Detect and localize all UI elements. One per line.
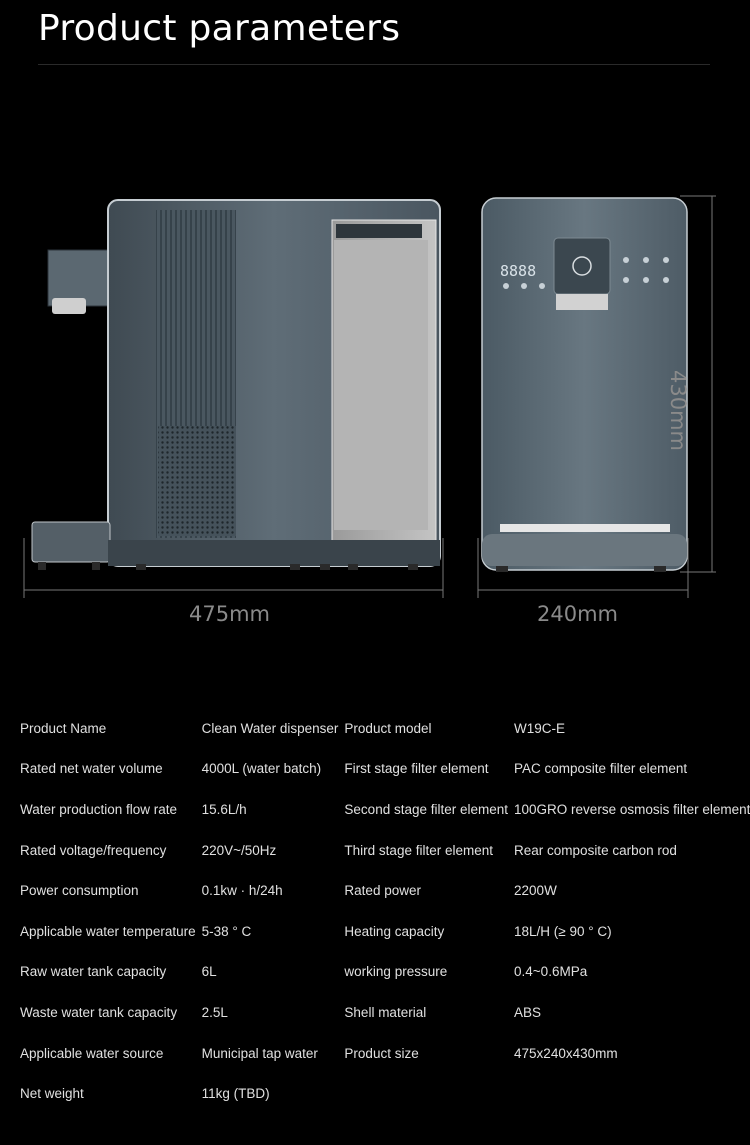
param-value: 15.6L/h xyxy=(201,801,247,817)
param-label: Waste water tank capacity xyxy=(20,1004,178,1020)
param-value: 100GRO reverse osmosis filter element xyxy=(514,801,750,817)
param-label: Second stage filter element xyxy=(344,801,509,817)
param-label: Applicable water temperature xyxy=(20,923,196,939)
param-label: Power consumption xyxy=(20,883,139,899)
param-label: Shell material xyxy=(344,1004,427,1020)
table-row: Applicable water source Municipal tap wa… xyxy=(14,1033,750,1074)
param-value: PAC composite filter element xyxy=(514,761,688,777)
param-label: Rated power xyxy=(344,883,421,899)
param-label: Raw water tank capacity xyxy=(20,964,167,980)
side-view xyxy=(23,199,444,598)
table-row: Applicable water temperature 5-38 ° C He… xyxy=(14,911,750,952)
param-label xyxy=(338,1073,508,1114)
title-divider xyxy=(38,64,710,65)
table-row: Rated voltage/frequency 220V~/50Hz Third… xyxy=(14,830,750,871)
param-label: Rated net water volume xyxy=(20,761,163,777)
product-illustration: 8888 xyxy=(23,195,716,598)
param-label: First stage filter element xyxy=(344,761,489,777)
param-label: Applicable water source xyxy=(20,1045,164,1061)
param-label: Third stage filter element xyxy=(344,842,493,858)
param-value: 5-38 ° C xyxy=(201,923,252,939)
param-label: Net weight xyxy=(20,1086,84,1102)
param-label: Heating capacity xyxy=(344,923,445,939)
table-row: Net weight 11kg (TBD) xyxy=(14,1073,750,1114)
param-label: Product size xyxy=(344,1045,419,1061)
side-width-label: 475mm xyxy=(189,602,270,626)
table-row: Water production flow rate 15.6L/h Secon… xyxy=(14,789,750,830)
table-row: Raw water tank capacity 6L working press… xyxy=(14,952,750,993)
param-value: 18L/H (≥ 90 ° C) xyxy=(514,923,612,939)
product-dimension-figure: 8888 475mm 240mm 430mm xyxy=(0,180,750,640)
param-label: Water production flow rate xyxy=(20,801,178,817)
svg-text:8888: 8888 xyxy=(500,262,536,280)
param-value: 220V~/50Hz xyxy=(201,842,277,858)
param-label: working pressure xyxy=(344,964,448,980)
table-row: Power consumption 0.1kw · h/24h Rated po… xyxy=(14,870,750,911)
param-value: Municipal tap water xyxy=(201,1045,318,1061)
table-row: Rated net water volume 4000L (water batc… xyxy=(14,749,750,790)
param-value: 4000L (water batch) xyxy=(201,761,322,777)
param-value: W19C-E xyxy=(514,720,566,736)
param-value: 0.4~0.6MPa xyxy=(514,964,588,980)
param-value: 2.5L xyxy=(201,1004,228,1020)
param-value: 6L xyxy=(201,964,217,980)
front-height-label: 430mm xyxy=(666,370,690,451)
param-value: Rear composite carbon rod xyxy=(514,842,677,858)
param-value: 2200W xyxy=(514,883,557,899)
param-value: Clean Water dispenser xyxy=(201,720,339,736)
table-row: Product Name Clean Water dispenser Produ… xyxy=(14,708,750,749)
param-label: Product model xyxy=(344,720,432,736)
parameters-table: Product Name Clean Water dispenser Produ… xyxy=(14,708,750,1114)
param-value: 475x240x430mm xyxy=(514,1045,618,1061)
param-label: Product Name xyxy=(20,720,107,736)
param-value: 0.1kw · h/24h xyxy=(201,883,283,899)
param-value xyxy=(508,1073,750,1114)
front-view: 8888 xyxy=(477,195,716,598)
front-width-label: 240mm xyxy=(537,602,618,626)
page-title: Product parameters xyxy=(38,8,401,49)
param-value: ABS xyxy=(514,1004,542,1020)
param-value: 11kg (TBD) xyxy=(201,1086,270,1102)
table-row: Waste water tank capacity 2.5L Shell mat… xyxy=(14,992,750,1033)
param-label: Rated voltage/frequency xyxy=(20,842,167,858)
